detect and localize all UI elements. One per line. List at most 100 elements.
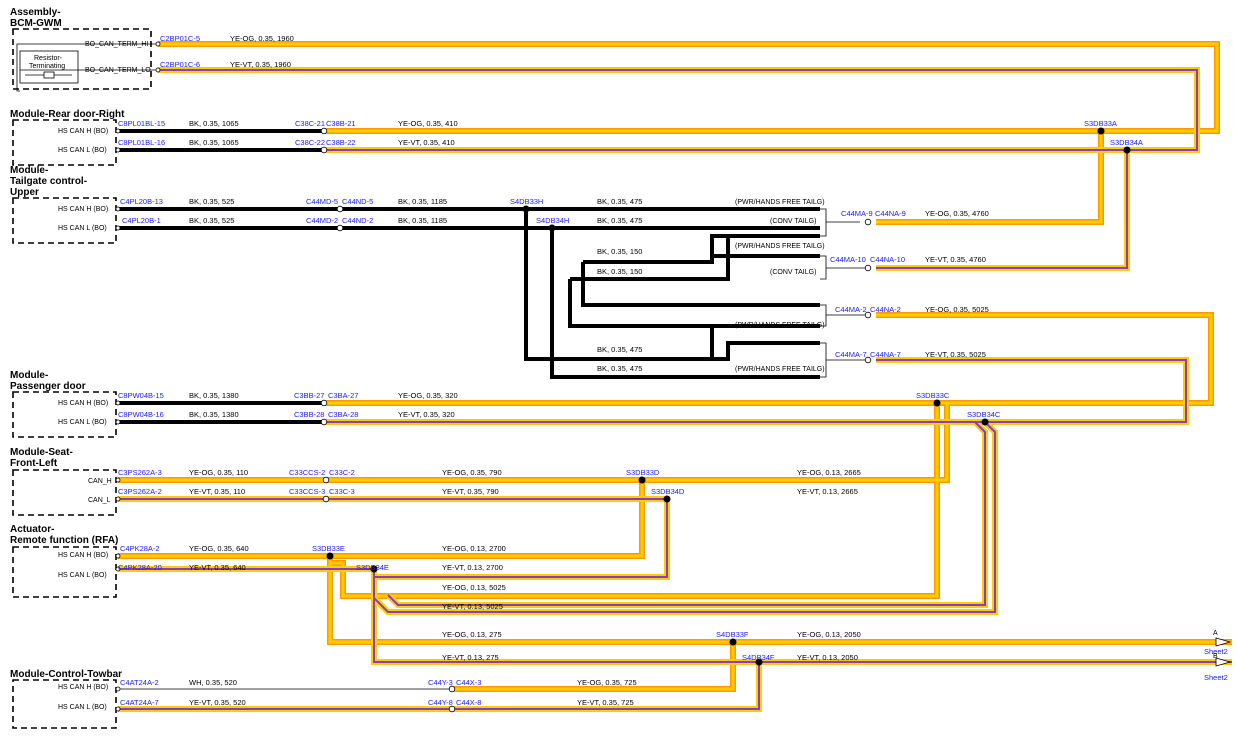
splice-s3db33c: S3DB33C: [916, 391, 950, 400]
module-boxes: [12, 28, 152, 729]
wire-label: BK, 0.35, 1185: [398, 197, 447, 206]
wire-label: YE-OG, 0.35, 410: [398, 119, 458, 128]
wire-label: YE-VT, 0.35, 4760: [925, 255, 986, 264]
wire-label: YE-VT, 0.35, 520: [189, 698, 246, 707]
splice-s4db34h: S4DB34H: [536, 216, 569, 225]
wire-labels: YE-OG, 0.35, 1960 YE-VT, 0.35, 1960 BK, …: [189, 34, 989, 707]
seat-title-2: Front-Left: [10, 458, 58, 469]
offpage-b-sheet[interactable]: Sheet2: [1204, 673, 1228, 682]
wire-label: YE-OG, 0.35, 5025: [925, 305, 989, 314]
resistor-label-1: Resistor-: [34, 55, 63, 62]
splice-s4db34f: S4DB34F: [742, 653, 775, 662]
seat-title-1: Module-Seat-: [10, 447, 73, 458]
conn-c44na-9: C44NA-9: [875, 209, 906, 218]
variant-label: (PWR/HANDS FREE TAILG): [735, 366, 825, 373]
conn-c44nd-5: C44ND-5: [342, 197, 373, 206]
variant-label: (CONV TAILG): [770, 218, 816, 225]
pin-rfa-lo: HS CAN L (BO): [58, 572, 107, 579]
wire-label: YE-OG, 0.35, 725: [577, 678, 637, 687]
pin-towbar-hi: HS CAN H (BO): [58, 684, 108, 691]
splice-s4db33f: S4DB33F: [716, 630, 749, 639]
conn-c44x-8: C44X-8: [456, 698, 481, 707]
conn-c4pl20b-1: C4PL20B-1: [122, 216, 161, 225]
wire-label: YE-OG, 0.35, 4760: [925, 209, 989, 218]
variant-label: (PWR/HANDS FREE TAILG): [735, 199, 825, 206]
variant-labels: (PWR/HANDS FREE TAILG) (CONV TAILG) (PWR…: [735, 199, 825, 373]
rfa-box: [12, 546, 117, 598]
conn-c38c-21: C38C-21: [295, 119, 325, 128]
wire-label: YE-VT, 0.35, 110: [189, 487, 245, 496]
conn-c3ps262a-3: C3PS262A-3: [118, 468, 162, 477]
conn-c38b-21: C38B-21: [326, 119, 356, 128]
splice-s3db34d: S3DB34D: [651, 487, 685, 496]
pin-rear-lo: HS CAN L (BO): [58, 147, 107, 154]
wire-label: BK, 0.35, 150: [597, 267, 642, 276]
pin-tailgate-lo: HS CAN L (BO): [58, 225, 107, 232]
splice-s3db34a: S3DB34A: [1110, 138, 1143, 147]
pin-circles: [115, 41, 161, 712]
wire-label: BK, 0.35, 150: [597, 247, 642, 256]
black-wires: [118, 129, 820, 424]
wire-label: YE-VT, 0.35, 790: [442, 487, 499, 496]
wire-label: BK, 0.35, 525: [189, 216, 234, 225]
wire-label: YE-OG, 0.35, 790: [442, 468, 502, 477]
wire-label: BK, 0.35, 475: [597, 197, 642, 206]
conn-c44y-8: C44Y-8: [428, 698, 453, 707]
tailgate-title-2: Tailgate control-: [10, 176, 87, 187]
splice-s3db33d: S3DB33D: [626, 468, 660, 477]
resistor-label-2: Terminating: [29, 63, 65, 70]
wire-label: YE-VT, 0.35, 725: [577, 698, 634, 707]
wire-label: YE-OG, 0.35, 640: [189, 544, 249, 553]
offpage-arrow-b-icon: [1215, 657, 1232, 667]
wire-label: BK, 0.35, 1185: [398, 216, 447, 225]
rear-door-title: Module-Rear door-Right: [10, 109, 125, 120]
can-high-wires: [118, 41, 1232, 692]
conn-c44na-2: C44NA-2: [870, 305, 901, 314]
wire-label: YE-VT, 0.13, 275: [442, 653, 499, 662]
pin-rfa-hi: HS CAN H (BO): [58, 552, 108, 559]
pin-pass-lo: HS CAN L (BO): [58, 419, 107, 426]
conn-c44md-5: C44MD-5: [306, 197, 338, 206]
conn-c44x-3: C44X-3: [456, 678, 481, 687]
conn-c3ba-28: C3BA-28: [328, 410, 358, 419]
wire-label: YE-VT, 0.35, 320: [398, 410, 455, 419]
inline-connector-symbols: [320, 127, 872, 713]
conn-c33ccs-2: C33CCS-2: [289, 468, 325, 477]
tailgate-title-1: Module-: [10, 165, 48, 176]
passenger-door-title-2: Passenger door: [10, 381, 86, 392]
passenger-door-box: [12, 391, 117, 438]
offpage-arrows: A Sheet2 B Sheet2: [1204, 630, 1232, 682]
conn-c4at24a-2: C4AT24A-2: [120, 678, 159, 687]
module-titles: Assembly- BCM-GWM Module-Rear door-Right…: [10, 7, 125, 680]
conn-c44na-7: C44NA-7: [870, 350, 901, 359]
conn-c38b-22: C38B-22: [326, 138, 356, 147]
wire-label: YE-VT, 0.13, 2700: [442, 563, 503, 572]
wire-label: YE-OG, 0.13, 2050: [797, 630, 861, 639]
splice-s3db34c: S3DB34C: [967, 410, 1001, 419]
conn-c44ma-9: C44MA-9: [841, 209, 873, 218]
conn-c44ma-7: C44MA-7: [835, 350, 867, 359]
wire-label: BK, 0.35, 525: [189, 197, 234, 206]
variant-label: (PWR/HANDS FREE TAILG): [735, 243, 825, 250]
conn-c8pw04b-15: C8PW04B-15: [118, 391, 164, 400]
conn-c8pl01bl-16: C8PL01BL-16: [118, 138, 165, 147]
conn-c38c-22: C38C-22: [295, 138, 325, 147]
conn-c33ccs-3: C33CCS-3: [289, 487, 325, 496]
bcm-gwm-box: [12, 28, 152, 90]
conn-c3bb-27: C3BB-27: [294, 391, 324, 400]
conn-c3bb-28: C3BB-28: [294, 410, 324, 419]
conn-c8pw04b-16: C8PW04B-16: [118, 410, 164, 419]
offpage-a-sheet[interactable]: Sheet2: [1204, 647, 1228, 656]
wire-label: YE-VT, 0.13, 2665: [797, 487, 858, 496]
pin-labels: BO_CAN_TERM_HI BO_CAN_TERM_LO HS CAN H (…: [58, 41, 151, 711]
variant-label: (CONV TAILG): [770, 269, 816, 276]
wire-label: BK, 0.35, 1380: [189, 410, 239, 419]
offpage-arrow-a-icon: [1215, 637, 1232, 647]
wire-label: BK, 0.35, 475: [597, 216, 642, 225]
conn-c33c-3: C33C-3: [329, 487, 355, 496]
conn-c33c-2: C33C-2: [329, 468, 355, 477]
wire-label: YE-OG, 0.35, 1960: [230, 34, 294, 43]
wire-label: BK, 0.35, 475: [597, 364, 642, 373]
pin-bcm-hi: BO_CAN_TERM_HI: [85, 41, 148, 48]
